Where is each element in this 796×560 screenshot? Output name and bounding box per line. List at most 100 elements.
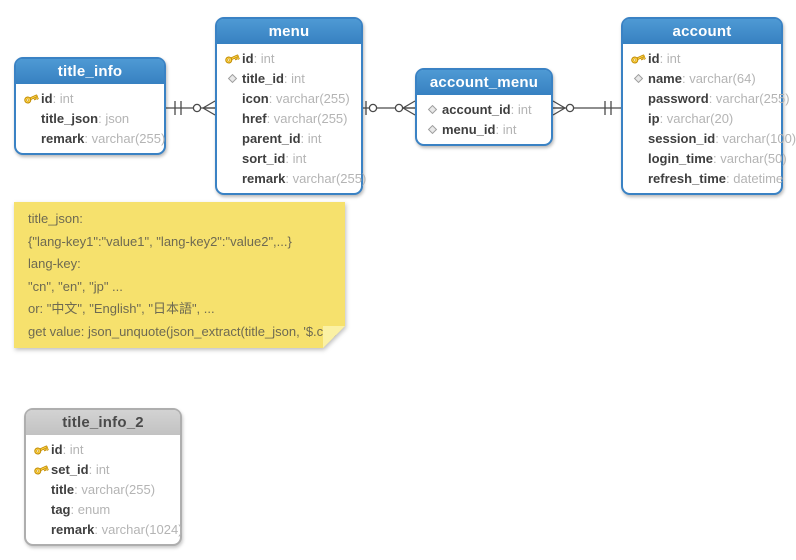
key-icon — [31, 462, 51, 477]
diamond-icon — [422, 124, 442, 135]
field-name: id — [242, 50, 254, 66]
table-header[interactable]: menu — [217, 19, 361, 44]
table-body: idintnamevarchar(64)passwordvarchar(255)… — [623, 44, 796, 193]
key-icon — [628, 51, 648, 66]
field-name: password — [648, 90, 709, 106]
field-name: title_id — [242, 70, 284, 86]
field-type: varchar(20) — [660, 111, 733, 126]
field-type: varchar(255) — [709, 91, 790, 106]
table-body: account_idintmenu_idint — [417, 95, 551, 144]
table-title_info[interactable]: title_info idinttitle_jsonjsonremarkvarc… — [14, 57, 166, 155]
field-type: int — [284, 71, 305, 86]
field-title_info-remark[interactable]: remarkvarchar(255) — [16, 128, 166, 148]
field-menu-remark[interactable]: remarkvarchar(255) — [217, 168, 366, 188]
field-account-name[interactable]: namevarchar(64) — [623, 68, 781, 88]
connector-menu-account_menu[interactable] — [363, 95, 416, 121]
field-account-password[interactable]: passwordvarchar(255) — [623, 88, 790, 108]
field-type: enum — [71, 502, 111, 517]
field-title_info_2-id[interactable]: idint — [26, 439, 180, 459]
field-menu-sort_id[interactable]: sort_idint — [217, 148, 361, 168]
field-type: int — [301, 131, 322, 146]
field-type: varchar(1024) — [94, 522, 183, 537]
field-account_menu-menu_id[interactable]: menu_idint — [417, 119, 551, 139]
table-body: idinttitle_jsonjsonremarkvarchar(255) — [16, 84, 166, 153]
field-type: int — [63, 442, 84, 457]
field-type: datetime — [726, 171, 783, 186]
table-menu[interactable]: menu idinttitle_idinticonvarchar(255)hre… — [215, 17, 366, 195]
field-name: remark — [51, 521, 95, 537]
field-title_info_2-title[interactable]: titlevarchar(255) — [26, 479, 180, 499]
field-name: session_id — [648, 130, 716, 146]
table-header[interactable]: account_menu — [417, 70, 551, 95]
table-account_menu[interactable]: account_menu account_idintmenu_idint — [415, 68, 553, 146]
table-header[interactable]: title_info_2 — [26, 410, 180, 435]
key-icon — [21, 91, 41, 106]
field-type: varchar(100) — [715, 131, 796, 146]
note-text: title_json: {"lang-key1":"value1", "lang-… — [28, 208, 331, 343]
field-menu-title_id[interactable]: title_idint — [217, 68, 361, 88]
field-menu-href[interactable]: hrefvarchar(255) — [217, 108, 361, 128]
field-type: varchar(255) — [74, 482, 155, 497]
field-title_info_2-set_id[interactable]: set_idint — [26, 459, 180, 479]
table-body: idinttitle_idinticonvarchar(255)hrefvarc… — [217, 44, 366, 193]
note-line: title_json: — [28, 211, 83, 226]
field-type: varchar(255) — [84, 131, 166, 146]
table-title: account — [672, 23, 732, 40]
field-type: varchar(64) — [682, 71, 755, 86]
field-name: menu_id — [442, 121, 496, 137]
field-type: int — [254, 51, 275, 66]
field-name: id — [51, 441, 63, 457]
field-name: href — [242, 110, 267, 126]
table-title: title_info_2 — [62, 414, 144, 431]
diamond-icon — [422, 104, 442, 115]
table-title_info_2[interactable]: title_info_2 idintset_idinttitlevarchar(… — [24, 408, 183, 546]
field-name: title — [51, 481, 75, 497]
field-type: int — [285, 151, 307, 166]
note-line: get value: json_unquote(json_extract(tit… — [28, 323, 338, 339]
field-account-session_id[interactable]: session_idvarchar(100) — [623, 128, 796, 148]
table-body: idintset_idinttitlevarchar(255)tagenumre… — [26, 435, 183, 544]
field-type: int — [53, 91, 74, 106]
field-name: title_json — [41, 110, 99, 126]
sticky-note[interactable]: title_json: {"lang-key1":"value1", "lang-… — [14, 202, 345, 348]
field-name: login_time — [648, 150, 714, 166]
note-line: "cn", "en", "jp" ... — [28, 278, 123, 294]
field-type: int — [660, 51, 681, 66]
field-type: int — [511, 102, 532, 117]
field-account-id[interactable]: idint — [623, 48, 781, 68]
field-menu-parent_id[interactable]: parent_idint — [217, 128, 361, 148]
field-menu-id[interactable]: idint — [217, 48, 361, 68]
field-menu-icon[interactable]: iconvarchar(255) — [217, 88, 361, 108]
table-header[interactable]: title_info — [16, 59, 164, 84]
field-name: account_id — [442, 101, 511, 117]
note-line: {"lang-key1":"value1", "lang-key2":"valu… — [28, 233, 292, 249]
table-title: title_info — [57, 63, 123, 80]
field-name: set_id — [51, 461, 89, 477]
field-account-login_time[interactable]: login_timevarchar(50) — [623, 148, 787, 168]
table-title: account_menu — [429, 74, 539, 91]
field-account_menu-account_id[interactable]: account_idint — [417, 99, 551, 119]
field-type: varchar(255) — [285, 171, 367, 186]
field-type: json — [98, 111, 129, 126]
table-header[interactable]: account — [623, 19, 781, 44]
field-title_info-title_json[interactable]: title_jsonjson — [16, 108, 164, 128]
field-name: id — [648, 50, 660, 66]
field-type: int — [89, 462, 110, 477]
field-name: refresh_time — [648, 170, 727, 186]
field-title_info_2-remark[interactable]: remarkvarchar(1024) — [26, 519, 183, 539]
field-type: varchar(255) — [269, 91, 350, 106]
field-name: sort_id — [242, 150, 286, 166]
field-title_info-id[interactable]: idint — [16, 88, 164, 108]
connector-title_info-menu[interactable] — [166, 95, 216, 121]
connector-account_menu-account[interactable] — [552, 95, 621, 121]
field-title_info_2-tag[interactable]: tagenum — [26, 499, 180, 519]
field-type: varchar(255) — [267, 111, 348, 126]
field-name: tag — [51, 501, 71, 517]
table-account[interactable]: account idintnamevarchar(64)passwordvarc… — [621, 17, 796, 195]
field-name: remark — [41, 130, 85, 146]
field-account-refresh_time[interactable]: refresh_timedatetime — [623, 168, 783, 188]
table-title: menu — [268, 23, 310, 40]
field-type: int — [495, 122, 517, 137]
field-account-ip[interactable]: ipvarchar(20) — [623, 108, 781, 128]
